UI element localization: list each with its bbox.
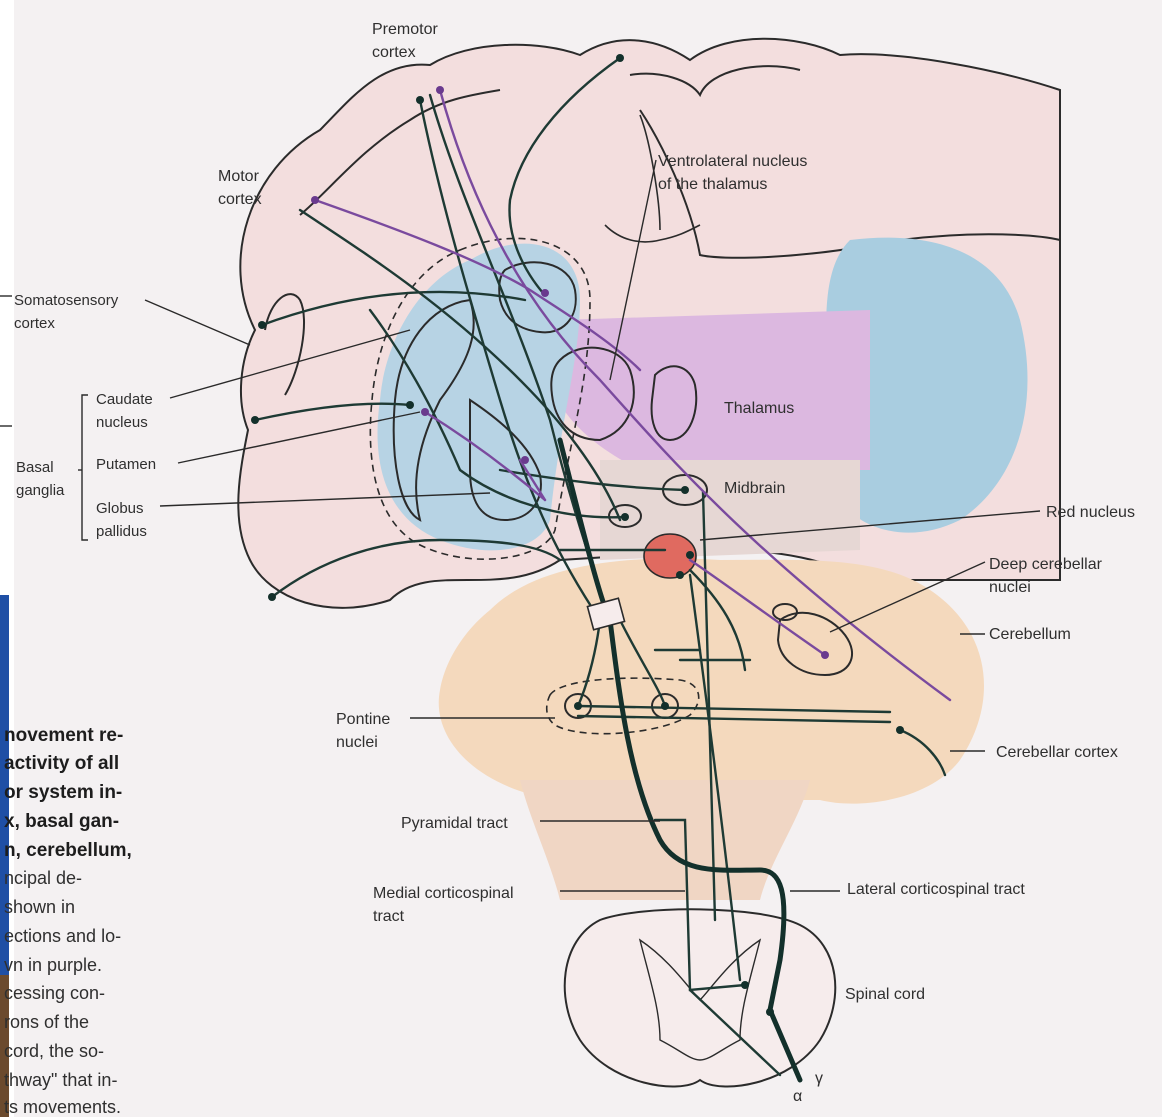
caption-line: cessing con- (4, 983, 105, 1003)
label-cerebellum: Cerebellum (989, 626, 1071, 643)
label-deep-cerebellar-2: nuclei (989, 579, 1031, 596)
label-motor-1: Motor (218, 168, 260, 185)
caption-line: thway" that in- (4, 1070, 117, 1090)
label-somatosensory-1: Somatosensory (14, 292, 119, 309)
label-basal-2: ganglia (16, 482, 65, 499)
label-spinal-cord: Spinal cord (845, 986, 925, 1003)
label-gamma: γ (815, 1070, 823, 1087)
caption-line: or system in- (4, 782, 122, 803)
label-alpha: α (793, 1088, 802, 1105)
label-premotor-2: cortex (372, 44, 416, 61)
label-basal-1: Basal (16, 459, 54, 476)
label-lateral-cs: Lateral corticospinal tract (847, 881, 1025, 898)
brainstem-shape (520, 780, 810, 900)
label-globus-1: Globus (96, 500, 144, 517)
caption-line: vn in purple. (4, 955, 102, 975)
caption-line: shown in (4, 897, 75, 917)
label-motor-2: cortex (218, 191, 262, 208)
label-somatosensory-2: cortex (14, 315, 55, 332)
caption-line: n, cerebellum, (4, 840, 132, 861)
label-ventrolateral-2: of the thalamus (658, 176, 767, 193)
label-red-nucleus: Red nucleus (1046, 504, 1135, 521)
label-medial-cs-1: Medial corticospinal (373, 885, 514, 902)
label-pontine-2: nuclei (336, 734, 378, 751)
caption-line: novement re- (4, 725, 123, 746)
caption-line: x, basal gan- (4, 811, 119, 832)
caption-line: ncipal de- (4, 868, 82, 888)
label-ventrolateral-1: Ventrolateral nucleus (658, 153, 807, 170)
label-cerebellar-cortex: Cerebellar cortex (996, 744, 1118, 761)
label-pyramidal: Pyramidal tract (401, 815, 508, 832)
label-thalamus: Thalamus (724, 400, 794, 417)
caption-fragment: novement re- activity of all or system i… (4, 725, 132, 1117)
label-medial-cs-2: tract (373, 908, 405, 925)
caption-line: ections and lo- (4, 926, 121, 946)
label-premotor-1: Premotor (372, 21, 438, 38)
caption-line: rons of the (4, 1012, 89, 1032)
label-pontine-1: Pontine (336, 711, 390, 728)
label-caudate-2: nucleus (96, 414, 148, 431)
label-globus-2: pallidus (96, 523, 147, 540)
label-caudate-1: Caudate (96, 391, 153, 408)
caption-line: ts movements. (4, 1097, 121, 1117)
caption-line: cord, the so- (4, 1041, 104, 1061)
label-putamen: Putamen (96, 456, 156, 473)
label-deep-cerebellar-1: Deep cerebellar (989, 556, 1103, 573)
caption-line: activity of all (4, 753, 119, 774)
label-midbrain: Midbrain (724, 480, 785, 497)
